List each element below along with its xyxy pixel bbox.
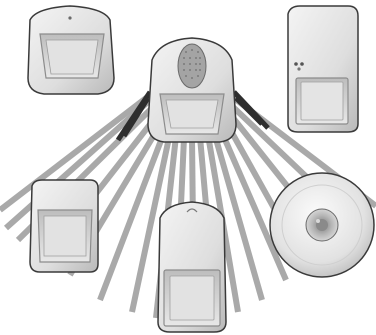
motion-sensor-ceiling-dome <box>270 173 374 277</box>
motion-sensor-with-grille <box>148 38 236 142</box>
motion-sensor-wall-mount <box>28 6 114 94</box>
motion-sensor-tall <box>288 6 358 132</box>
motion-sensor-upright <box>158 202 226 332</box>
motion-sensor-square <box>30 180 98 272</box>
